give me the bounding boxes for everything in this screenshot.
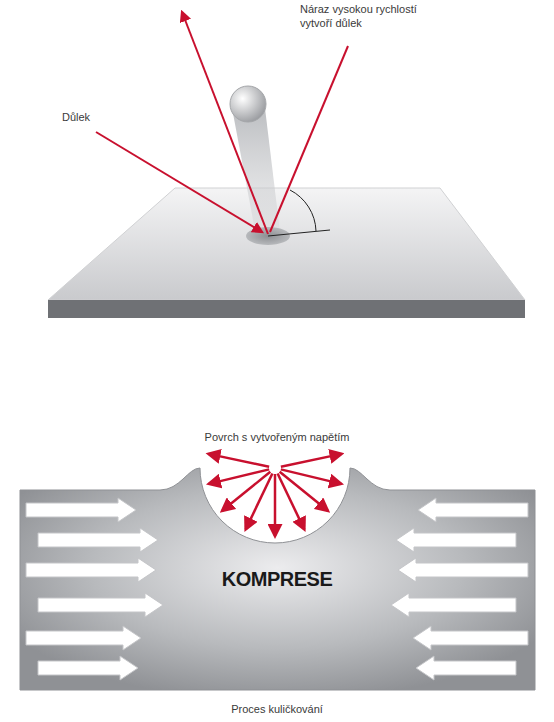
compression-arrow	[418, 498, 528, 522]
reflection-arrow	[182, 12, 268, 234]
compression-arrow	[416, 656, 516, 680]
compression-arrow	[38, 593, 163, 617]
stress-arrow	[278, 473, 305, 529]
stress-arrows	[208, 454, 341, 536]
compression-arrow	[26, 558, 156, 582]
metal-plate	[48, 188, 525, 318]
compression-arrow	[26, 498, 136, 522]
stress-arrow	[209, 469, 269, 483]
shot-ball	[230, 86, 266, 122]
compression-arrow	[398, 558, 528, 582]
cross-section	[20, 468, 535, 690]
callout-label: Důlek	[62, 110, 132, 124]
angle-arc	[290, 190, 316, 231]
stress-arrow	[281, 469, 341, 483]
compression-arrow	[396, 528, 516, 552]
surface-label: Povrch s vytvořeným napětím	[205, 430, 350, 444]
stress-arrow	[274, 474, 277, 536]
compression-arrow	[38, 656, 138, 680]
stress-arrow	[281, 454, 342, 467]
compression-arrows	[26, 498, 528, 680]
stress-arrow	[208, 454, 269, 467]
caption: Proces kuličkování	[231, 702, 323, 716]
region-label: KOMPRESE	[222, 566, 332, 592]
leader-line	[96, 132, 262, 232]
callout-label: Náraz vysokou rychlostí vytvoří důlek	[300, 2, 450, 31]
leader-line	[270, 46, 348, 232]
compression-arrow	[38, 528, 158, 552]
angle-line	[268, 230, 330, 236]
compression-arrow	[391, 593, 516, 617]
stress-arrow	[222, 472, 270, 511]
compression-arrow	[413, 626, 528, 650]
compression-arrow	[26, 626, 141, 650]
